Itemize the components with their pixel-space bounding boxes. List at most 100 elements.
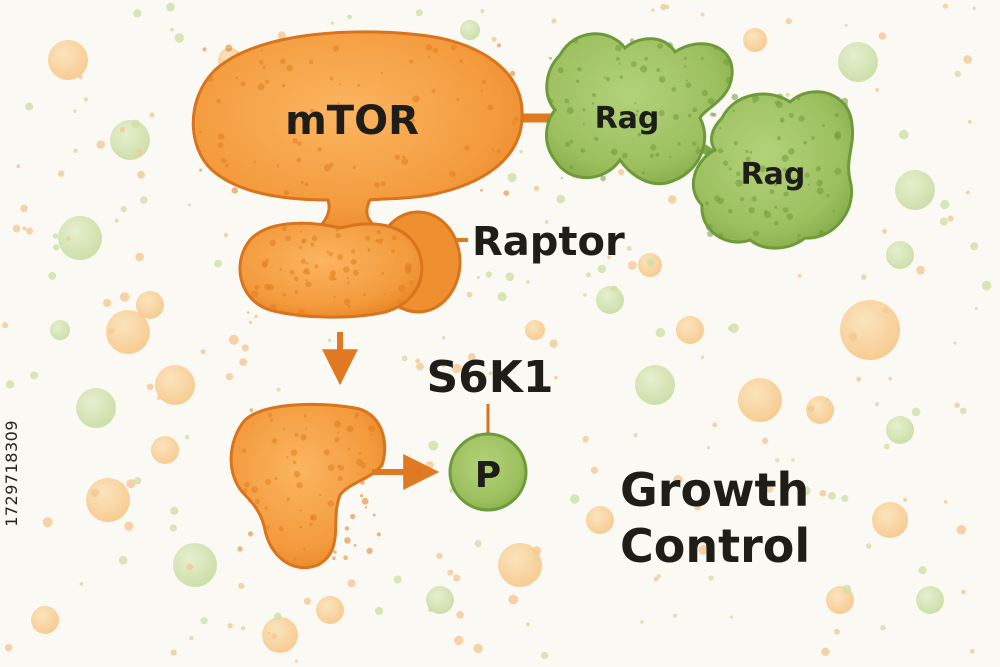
background-dot: [5, 644, 13, 652]
texture-speckle: [727, 209, 733, 214]
texture-speckle: [359, 479, 365, 485]
background-bubble: [426, 586, 454, 614]
texture-speckle: [788, 112, 794, 118]
background-dot: [972, 6, 976, 11]
background-dot: [135, 252, 144, 262]
background-dot: [134, 477, 142, 485]
texture-speckle: [305, 428, 307, 431]
texture-speckle: [237, 546, 243, 552]
texture-speckle: [786, 213, 793, 220]
texture-speckle: [293, 558, 297, 562]
texture-speckle: [797, 233, 801, 238]
background-dot: [942, 3, 949, 9]
background-dot: [583, 293, 587, 297]
texture-speckle: [300, 434, 307, 441]
background-dot: [549, 339, 558, 348]
texture-speckle: [733, 140, 738, 146]
texture-speckle: [343, 555, 348, 560]
background-dot: [30, 371, 39, 380]
background-dot: [785, 92, 790, 97]
background-bubble: [460, 20, 480, 40]
background-dot: [456, 611, 464, 619]
texture-speckle: [629, 38, 635, 43]
texture-speckle: [266, 525, 270, 529]
background-dot: [200, 617, 208, 625]
texture-speckle: [815, 166, 822, 172]
background-dot: [347, 14, 352, 20]
texture-speckle: [735, 171, 741, 177]
rag-protein-2: [691, 90, 855, 250]
texture-speckle: [616, 57, 620, 61]
background-dot: [968, 119, 972, 124]
texture-speckle: [335, 232, 341, 239]
texture-speckle: [377, 238, 383, 245]
texture-speckle: [496, 43, 501, 48]
background-dot: [453, 574, 461, 582]
texture-speckle: [714, 195, 720, 202]
texture-speckle: [391, 235, 397, 241]
background-dot: [428, 607, 433, 613]
background-dot: [828, 492, 836, 500]
texture-speckle: [264, 283, 271, 290]
background-bubble: [525, 320, 545, 340]
background-bubble: [886, 416, 914, 444]
texture-speckle: [669, 155, 672, 159]
background-dot: [861, 274, 867, 280]
texture-speckle: [346, 425, 354, 433]
texture-speckle: [293, 276, 299, 282]
texture-speckle: [667, 42, 673, 49]
background-bubble: [838, 42, 878, 82]
background-dot: [507, 172, 517, 183]
texture-speckle: [722, 160, 729, 166]
background-dot: [187, 203, 192, 207]
texture-speckle: [732, 109, 735, 112]
texture-speckle: [752, 230, 760, 237]
background-dot: [729, 323, 739, 334]
texture-speckle: [366, 547, 373, 555]
texture-speckle: [294, 432, 299, 437]
texture-speckle: [704, 201, 710, 206]
texture-speckle: [391, 249, 395, 254]
texture-speckle: [605, 76, 610, 82]
background-dot: [447, 569, 454, 576]
texture-speckle: [409, 117, 415, 124]
texture-speckle: [804, 172, 810, 178]
texture-speckle: [356, 458, 364, 466]
texture-speckle: [290, 449, 298, 456]
s6k1-label: S6K1: [426, 352, 553, 403]
background-dot: [118, 556, 128, 565]
background-dot: [170, 27, 174, 32]
texture-speckle: [496, 148, 501, 154]
background-dot: [137, 170, 146, 179]
texture-speckle: [199, 168, 203, 172]
texture-speckle: [271, 438, 278, 444]
texture-speckle: [344, 537, 351, 544]
background-dot: [239, 358, 248, 366]
texture-speckle: [360, 494, 364, 498]
texture-speckle: [620, 122, 625, 127]
texture-speckle: [333, 295, 336, 299]
texture-speckle: [783, 191, 789, 197]
texture-speckle: [514, 116, 519, 121]
texture-speckle: [687, 113, 692, 118]
background-dot: [374, 606, 384, 616]
background-dot: [166, 2, 175, 12]
background-bubble: [886, 241, 914, 269]
background-dot: [916, 265, 925, 275]
background-dot: [120, 206, 127, 213]
texture-speckle: [610, 148, 618, 156]
background-dot: [834, 628, 840, 635]
texture-speckle: [216, 98, 221, 104]
background-dot: [947, 215, 954, 222]
background-dot: [96, 140, 105, 149]
texture-speckle: [600, 175, 606, 182]
texture-speckle: [281, 226, 287, 232]
background-dot: [940, 199, 950, 210]
background-bubble: [50, 320, 70, 340]
background-dot: [119, 292, 130, 302]
texture-speckle: [701, 89, 709, 97]
texture-speckle: [402, 155, 406, 159]
texture-speckle: [692, 107, 698, 113]
texture-speckle: [299, 509, 303, 512]
background-dot: [91, 488, 100, 497]
